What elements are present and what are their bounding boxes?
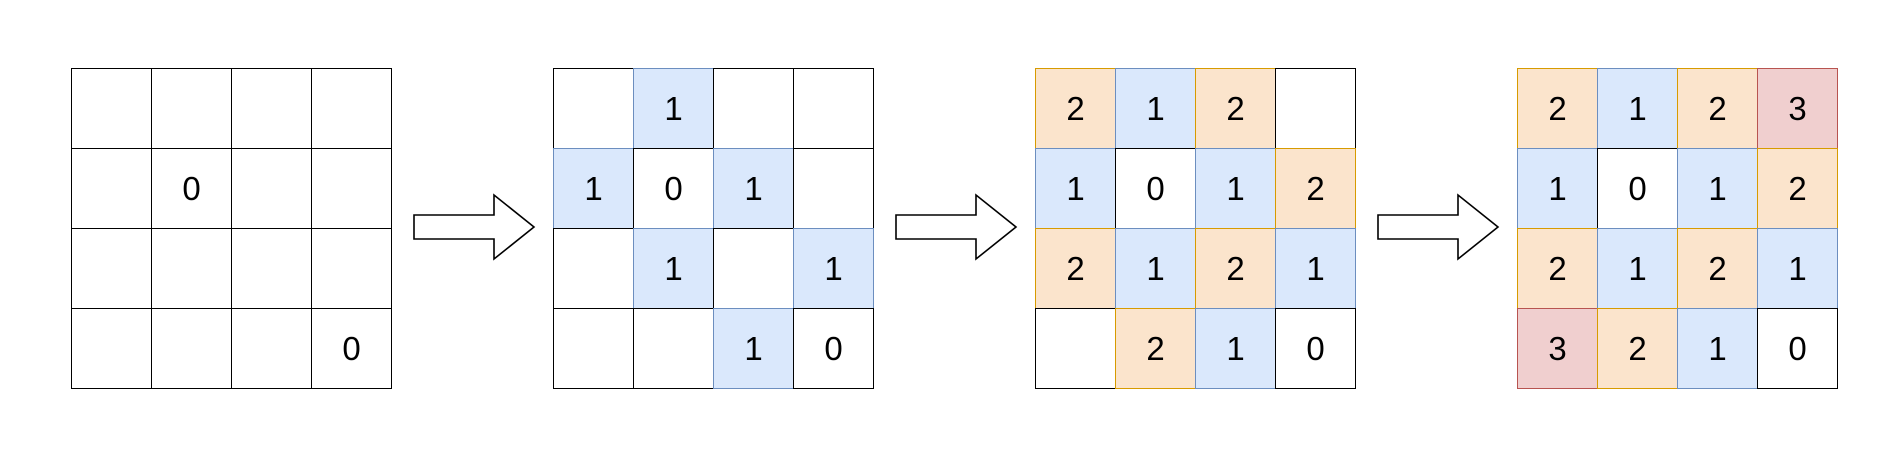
grid-cell: 0 — [311, 308, 392, 389]
grid-cell — [713, 68, 794, 149]
grid-cell: 2 — [1195, 228, 1276, 309]
grid-cell — [793, 148, 874, 229]
grid-cell: 1 — [1597, 68, 1678, 149]
grid-cell — [71, 68, 152, 149]
grid-cell: 1 — [633, 228, 714, 309]
grid-cell: 1 — [793, 228, 874, 309]
grid-cell — [231, 148, 312, 229]
grid-cell — [553, 68, 634, 149]
grid-cell: 0 — [1275, 308, 1356, 389]
grid-cell: 2 — [1597, 308, 1678, 389]
grid-cell: 1 — [1115, 228, 1196, 309]
grid-cell — [311, 228, 392, 309]
grid-cell — [633, 308, 714, 389]
grid-cell — [311, 68, 392, 149]
grid-cell — [151, 308, 232, 389]
grid-cell: 2 — [1115, 308, 1196, 389]
grid-cell — [553, 308, 634, 389]
grid-cell — [231, 308, 312, 389]
right-arrow-icon — [895, 193, 1018, 261]
grid-cell: 2 — [1517, 228, 1598, 309]
grid-cell: 1 — [1677, 148, 1758, 229]
grid-cell: 3 — [1517, 308, 1598, 389]
grid-cell — [71, 228, 152, 309]
grid-cell: 1 — [1275, 228, 1356, 309]
grid-cell: 0 — [1115, 148, 1196, 229]
grid-cell: 0 — [1597, 148, 1678, 229]
grid-cell — [311, 148, 392, 229]
grid-cell: 1 — [1195, 148, 1276, 229]
grid-cell: 2 — [1035, 68, 1116, 149]
grid-cell — [1275, 68, 1356, 149]
grid-cell — [793, 68, 874, 149]
grid-cell: 1 — [1035, 148, 1116, 229]
grid-cell: 0 — [151, 148, 232, 229]
grid-cell: 1 — [1597, 228, 1678, 309]
grid-cell: 3 — [1757, 68, 1838, 149]
grid-cell: 1 — [633, 68, 714, 149]
grid-cell — [71, 308, 152, 389]
grid-cell: 1 — [553, 148, 634, 229]
grid-cell: 2 — [1677, 228, 1758, 309]
grid-cell — [713, 228, 794, 309]
grid-cell: 2 — [1035, 228, 1116, 309]
grid-cell — [151, 228, 232, 309]
grid-cell: 2 — [1757, 148, 1838, 229]
grid-cell: 0 — [633, 148, 714, 229]
grid-cell: 1 — [713, 148, 794, 229]
grid-cell: 2 — [1275, 148, 1356, 229]
grid-cell — [151, 68, 232, 149]
grid-cell — [231, 228, 312, 309]
grid-cell: 2 — [1195, 68, 1276, 149]
grid-cell: 2 — [1517, 68, 1598, 149]
grid-cell: 1 — [1517, 148, 1598, 229]
grid-cell: 1 — [1115, 68, 1196, 149]
grid-cell: 2 — [1677, 68, 1758, 149]
grid-cell — [1035, 308, 1116, 389]
grid-cell: 0 — [1757, 308, 1838, 389]
grid-cell — [71, 148, 152, 229]
grid-cell — [553, 228, 634, 309]
right-arrow-icon — [413, 193, 536, 261]
grid-cell: 1 — [1677, 308, 1758, 389]
right-arrow-icon — [1377, 193, 1500, 261]
grid-cell: 1 — [1757, 228, 1838, 309]
grid-cell: 1 — [713, 308, 794, 389]
grid-cell — [231, 68, 312, 149]
grid-cell: 0 — [793, 308, 874, 389]
grid-cell: 1 — [1195, 308, 1276, 389]
